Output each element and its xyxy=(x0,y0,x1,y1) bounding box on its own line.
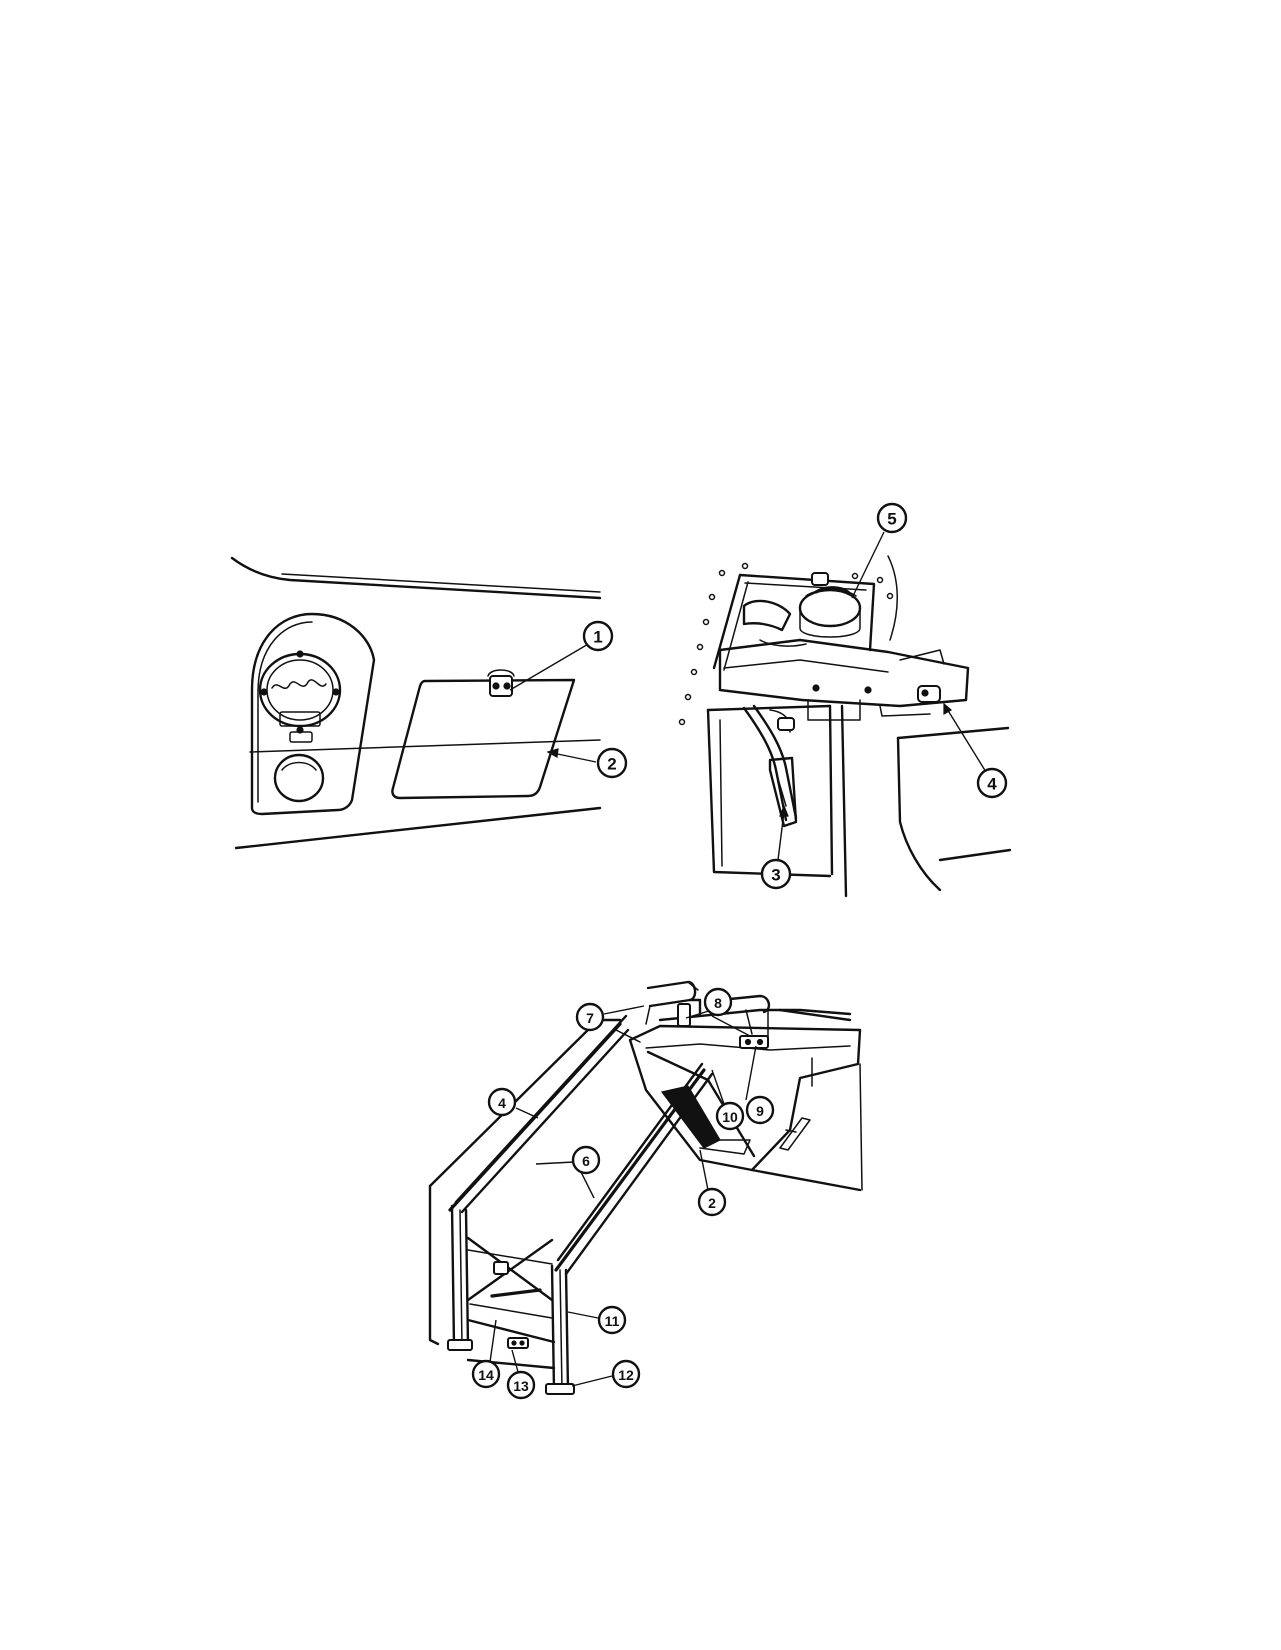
callout-label: 14 xyxy=(478,1367,494,1383)
callout-10: 10 xyxy=(711,1069,745,1131)
callout-label: 6 xyxy=(582,1153,590,1169)
callout-label: 8 xyxy=(714,995,722,1011)
view-open-compartment: 5 4 3 xyxy=(678,502,1012,898)
callout-label: 12 xyxy=(618,1367,634,1383)
view-frame-assembly: 7 8 4 6 10 9 xyxy=(428,980,863,1400)
gauge-housing xyxy=(250,612,376,816)
callout-12: 12 xyxy=(571,1359,641,1389)
callout-label: 2 xyxy=(607,755,616,774)
callout-8: 8 xyxy=(685,987,751,1037)
view-side-panel: 1 2 xyxy=(230,556,628,850)
access-door xyxy=(391,669,576,800)
callout-label: 7 xyxy=(586,1010,594,1026)
callout-4-bottom: 4 xyxy=(487,1087,539,1119)
callout-label: 5 xyxy=(887,510,896,529)
callout-label: 1 xyxy=(593,628,602,647)
callout-label: 9 xyxy=(756,1103,764,1119)
callout-2: 2 xyxy=(546,747,628,779)
callout-5: 5 xyxy=(851,502,908,599)
callout-label: 2 xyxy=(708,1195,716,1211)
callout-11: 11 xyxy=(567,1305,627,1335)
callout-label: 4 xyxy=(987,775,997,794)
callout-4: 4 xyxy=(943,702,1008,799)
callout-14: 14 xyxy=(471,1319,501,1389)
callout-2-bottom: 2 xyxy=(697,1149,727,1217)
callout-3: 3 xyxy=(760,804,792,890)
rivet-row xyxy=(678,562,894,726)
callout-13: 13 xyxy=(506,1349,536,1400)
callout-label: 10 xyxy=(722,1109,738,1125)
callout-9: 9 xyxy=(745,1045,775,1125)
callout-1: 1 xyxy=(509,620,614,691)
callout-label: 11 xyxy=(605,1313,620,1329)
callout-label: 3 xyxy=(771,866,780,885)
callout-6: 6 xyxy=(535,1145,601,1199)
callout-7: 7 xyxy=(575,1002,645,1032)
callout-label: 13 xyxy=(513,1378,529,1394)
callout-label: 4 xyxy=(498,1095,506,1111)
